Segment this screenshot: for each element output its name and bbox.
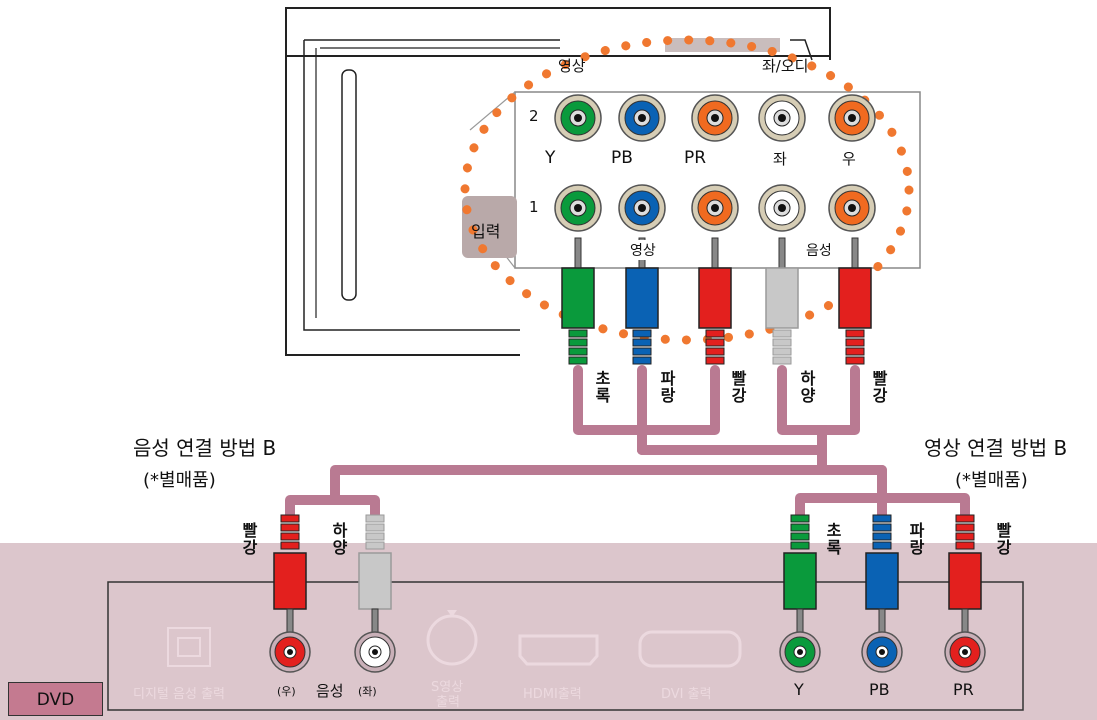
dvd-plug-label-red-pr: 빨강 <box>993 522 1012 556</box>
dvd-background <box>0 543 1097 720</box>
col-label-y: Y <box>545 148 556 168</box>
tv-plug-red <box>698 237 732 365</box>
cable-routes <box>285 365 970 520</box>
hdmi-label: HDMI출력 <box>523 687 582 702</box>
audio-label: 음성 <box>316 682 344 700</box>
dvi-port <box>638 630 742 668</box>
audio-method-note: (*별매품) <box>143 470 216 491</box>
dvi-label: DVI 출력 <box>661 687 712 702</box>
digital-audio-label: 디지털 음성 출력 <box>133 687 225 702</box>
cable-label-green: 초록 <box>592 370 611 404</box>
tv-jack-row2-audio-left <box>758 94 806 142</box>
col-label-pr: PR <box>684 148 707 168</box>
dvd-plug-red-pr <box>948 514 982 634</box>
tv-plug-blue <box>625 237 659 365</box>
dvd-pb-label: PB <box>869 680 890 699</box>
panel-bottom-video: 영상 <box>628 240 658 260</box>
tv-jack-row2-audio-right <box>828 94 876 142</box>
audio-left-label: (좌) <box>358 685 377 698</box>
dvd-panel <box>107 581 1024 711</box>
row-label-1: 1 <box>529 198 539 216</box>
panel-title-audio: 좌/오디 <box>762 57 809 75</box>
tv-jack-row1-y <box>554 184 602 232</box>
s-video-label-2: 출력 <box>436 695 460 710</box>
row-label-2: 2 <box>529 107 539 125</box>
input-label: 입력 <box>471 222 501 241</box>
tv-jacks <box>554 94 876 232</box>
s-video-label-1: S영상 <box>431 680 464 695</box>
dvd-jack-y <box>779 631 821 673</box>
panel-bottom-audio: 음성 <box>804 240 834 260</box>
dvd-plug-label-white: 하양 <box>329 522 348 556</box>
panel-title-video: 영상 <box>558 57 586 75</box>
dvd-plug-red <box>273 514 307 634</box>
dvd-jack-pb <box>861 631 903 673</box>
plugs <box>273 237 982 634</box>
input-tab <box>462 196 517 258</box>
dvd-connectors <box>167 610 986 673</box>
tv-plug-green <box>561 237 595 365</box>
tv-jack-row2-pb <box>618 94 666 142</box>
dvd-plug-label-green: 초록 <box>823 522 842 556</box>
tv-jack-row1-audio-right <box>828 184 876 232</box>
col-label-right: 우 <box>842 150 856 168</box>
audio-right-label: (우) <box>277 685 296 698</box>
highlight-ellipse <box>460 35 914 345</box>
dvd-jack-audio-right <box>269 631 311 673</box>
video-method-title: 영상 연결 방법 B <box>924 436 1068 460</box>
tv-plug-white <box>765 237 799 365</box>
dvd-plug-label-red: 빨강 <box>239 522 258 556</box>
cable-label-red-audio: 빨강 <box>869 370 888 404</box>
tv-plug-red-audio <box>838 237 872 365</box>
dvd-jack-audio-left <box>354 631 396 673</box>
dvd-plug-white <box>358 514 392 634</box>
dvd-y-label: Y <box>794 680 804 699</box>
tv-jack-row1-audio-left <box>758 184 806 232</box>
cable-label-red: 빨강 <box>728 370 747 404</box>
dvd-pr-label: PR <box>953 680 974 699</box>
dvd-plug-blue <box>865 514 899 634</box>
video-method-note: (*별매품) <box>955 470 1028 491</box>
hdmi-port <box>518 634 599 666</box>
cable-label-blue: 파랑 <box>657 370 676 404</box>
audio-method-title: 음성 연결 방법 B <box>133 436 277 460</box>
tv-jack-row2-pr <box>691 94 739 142</box>
tv-jack-row2-y <box>554 94 602 142</box>
optical-port <box>167 627 211 667</box>
col-label-pb: PB <box>611 148 633 168</box>
dvd-plug-label-blue: 파랑 <box>906 522 925 556</box>
tv-jack-row1-pb <box>618 184 666 232</box>
cable-label-white: 하양 <box>797 370 816 404</box>
col-label-left: 좌 <box>773 150 787 168</box>
tv-jack-row1-pr <box>691 184 739 232</box>
dvd-jack-pr <box>944 631 986 673</box>
dvd-plug-green <box>783 514 817 634</box>
dvd-badge: DVD <box>8 682 103 716</box>
